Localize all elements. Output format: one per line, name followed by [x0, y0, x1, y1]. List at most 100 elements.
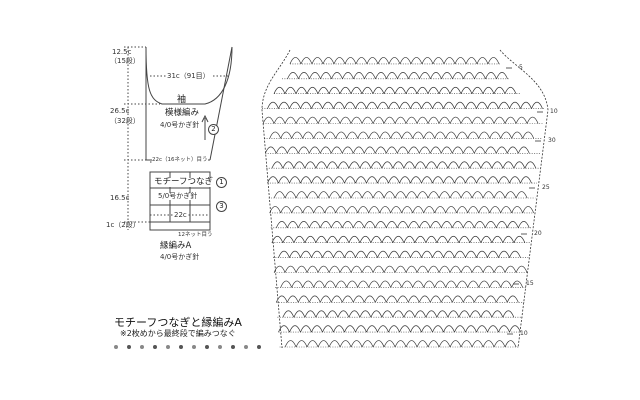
motif-dot: [257, 345, 261, 349]
chart-loop: [328, 340, 341, 348]
chart-loop: [440, 221, 453, 228]
chart-loop: [361, 116, 374, 124]
chart-loop: [311, 176, 323, 184]
chart-loop: [352, 221, 365, 228]
motif-hook: 5/0号かぎ針: [158, 192, 198, 200]
chart-loop: [394, 86, 407, 94]
chart-loop: [462, 295, 475, 303]
chart-loop: [372, 116, 385, 124]
chart-loop: [311, 250, 323, 258]
chart-loop: [476, 325, 488, 333]
chart-loop: [388, 250, 400, 258]
chart-loop: [385, 221, 398, 228]
chart-loop: [460, 86, 473, 94]
chart-loop: [313, 206, 326, 214]
chart-loop: [441, 72, 453, 79]
chart-loop: [522, 131, 535, 139]
chart-loop: [300, 325, 312, 333]
chart-loop: [388, 101, 400, 109]
chart-loop: [482, 265, 495, 273]
chart-loop: [350, 340, 363, 348]
chart-loop: [487, 325, 499, 333]
chart-loop: [504, 265, 517, 273]
chart-loop: [355, 250, 367, 258]
chart-loop: [473, 146, 486, 154]
chart-loop: [341, 221, 354, 228]
chart-loop: [482, 116, 495, 124]
chart-loop: [385, 146, 398, 154]
chart-loop: [328, 116, 341, 124]
chart-loop: [401, 206, 414, 214]
chart-loop: [465, 325, 477, 333]
chart-left-edge: [261, 49, 291, 349]
chart-loop: [381, 161, 394, 169]
chart-loop: [273, 191, 286, 199]
chart-loop: [506, 221, 519, 228]
chart-loop: [429, 295, 442, 303]
chart-loop: [317, 340, 330, 348]
chart-loop: [324, 280, 337, 288]
chart-loop: [322, 325, 334, 333]
chart-loop: [443, 57, 456, 65]
chart-loop: [271, 235, 284, 243]
chart-loop: [278, 101, 290, 109]
chart-loop: [451, 221, 464, 228]
chart-loop: [377, 101, 389, 109]
chart-loop: [344, 176, 356, 184]
chart-loop: [511, 131, 524, 139]
chart-loop: [469, 310, 482, 318]
chart-loop: [517, 221, 530, 228]
chart-loop: [359, 161, 372, 169]
chart-loop: [295, 265, 308, 273]
chart-loop: [350, 191, 363, 199]
chart-loop: [449, 265, 462, 273]
chart-loop: [403, 310, 416, 318]
chart-loop: [469, 235, 482, 243]
chart-loop: [396, 146, 409, 154]
chart-loop: [443, 176, 455, 184]
chart-loop: [504, 340, 517, 348]
chart-loop: [394, 340, 407, 348]
chart-loop: [454, 176, 466, 184]
chart-loop: [474, 72, 486, 79]
chart-loop: [295, 116, 308, 124]
chart-loop: [427, 86, 440, 94]
chart-loop: [436, 235, 449, 243]
chart-loop: [286, 295, 299, 303]
chart-loop: [328, 191, 341, 199]
chart-loop: [339, 191, 352, 199]
chart-loop: [372, 191, 385, 199]
chart-loop: [355, 176, 367, 184]
chart-loop: [456, 131, 469, 139]
dim-cap-height: 12.5c: [112, 48, 132, 56]
chart-loop: [326, 310, 339, 318]
chart-loop: [498, 101, 510, 109]
chart-loop: [489, 206, 502, 214]
chart-loop: [434, 131, 447, 139]
chart-loop: [315, 161, 328, 169]
chart-loop: [467, 206, 480, 214]
chart-loop: [427, 340, 440, 348]
chart-loop: [399, 250, 411, 258]
chart-loop: [280, 131, 293, 139]
chart-loop: [335, 131, 348, 139]
chart-loop: [416, 86, 429, 94]
chart-loop: [330, 295, 343, 303]
chart-loop: [337, 161, 350, 169]
chart-loop: [504, 191, 517, 199]
chart-loop: [322, 176, 334, 184]
chart-loop: [357, 131, 370, 139]
chart-loop: [500, 280, 513, 288]
chart-loop: [357, 206, 370, 214]
chart-loop: [374, 221, 387, 228]
chart-loop: [397, 72, 409, 79]
chart-loop: [434, 280, 447, 288]
chart-loop: [388, 176, 400, 184]
chart-loop: [498, 176, 510, 184]
chart-loop: [289, 325, 301, 333]
chart-loop: [280, 206, 293, 214]
motif-dot: [179, 345, 183, 349]
chart-loop: [370, 310, 383, 318]
chart-loop: [282, 310, 295, 318]
